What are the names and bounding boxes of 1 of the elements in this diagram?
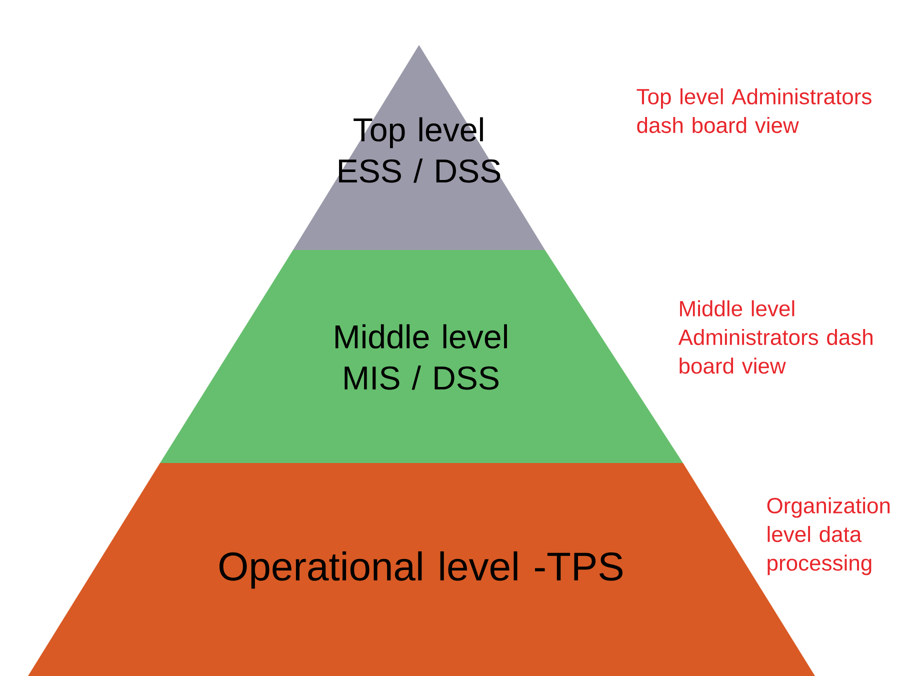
annotation-text: Top level Administrators dash board view: [636, 88, 872, 134]
